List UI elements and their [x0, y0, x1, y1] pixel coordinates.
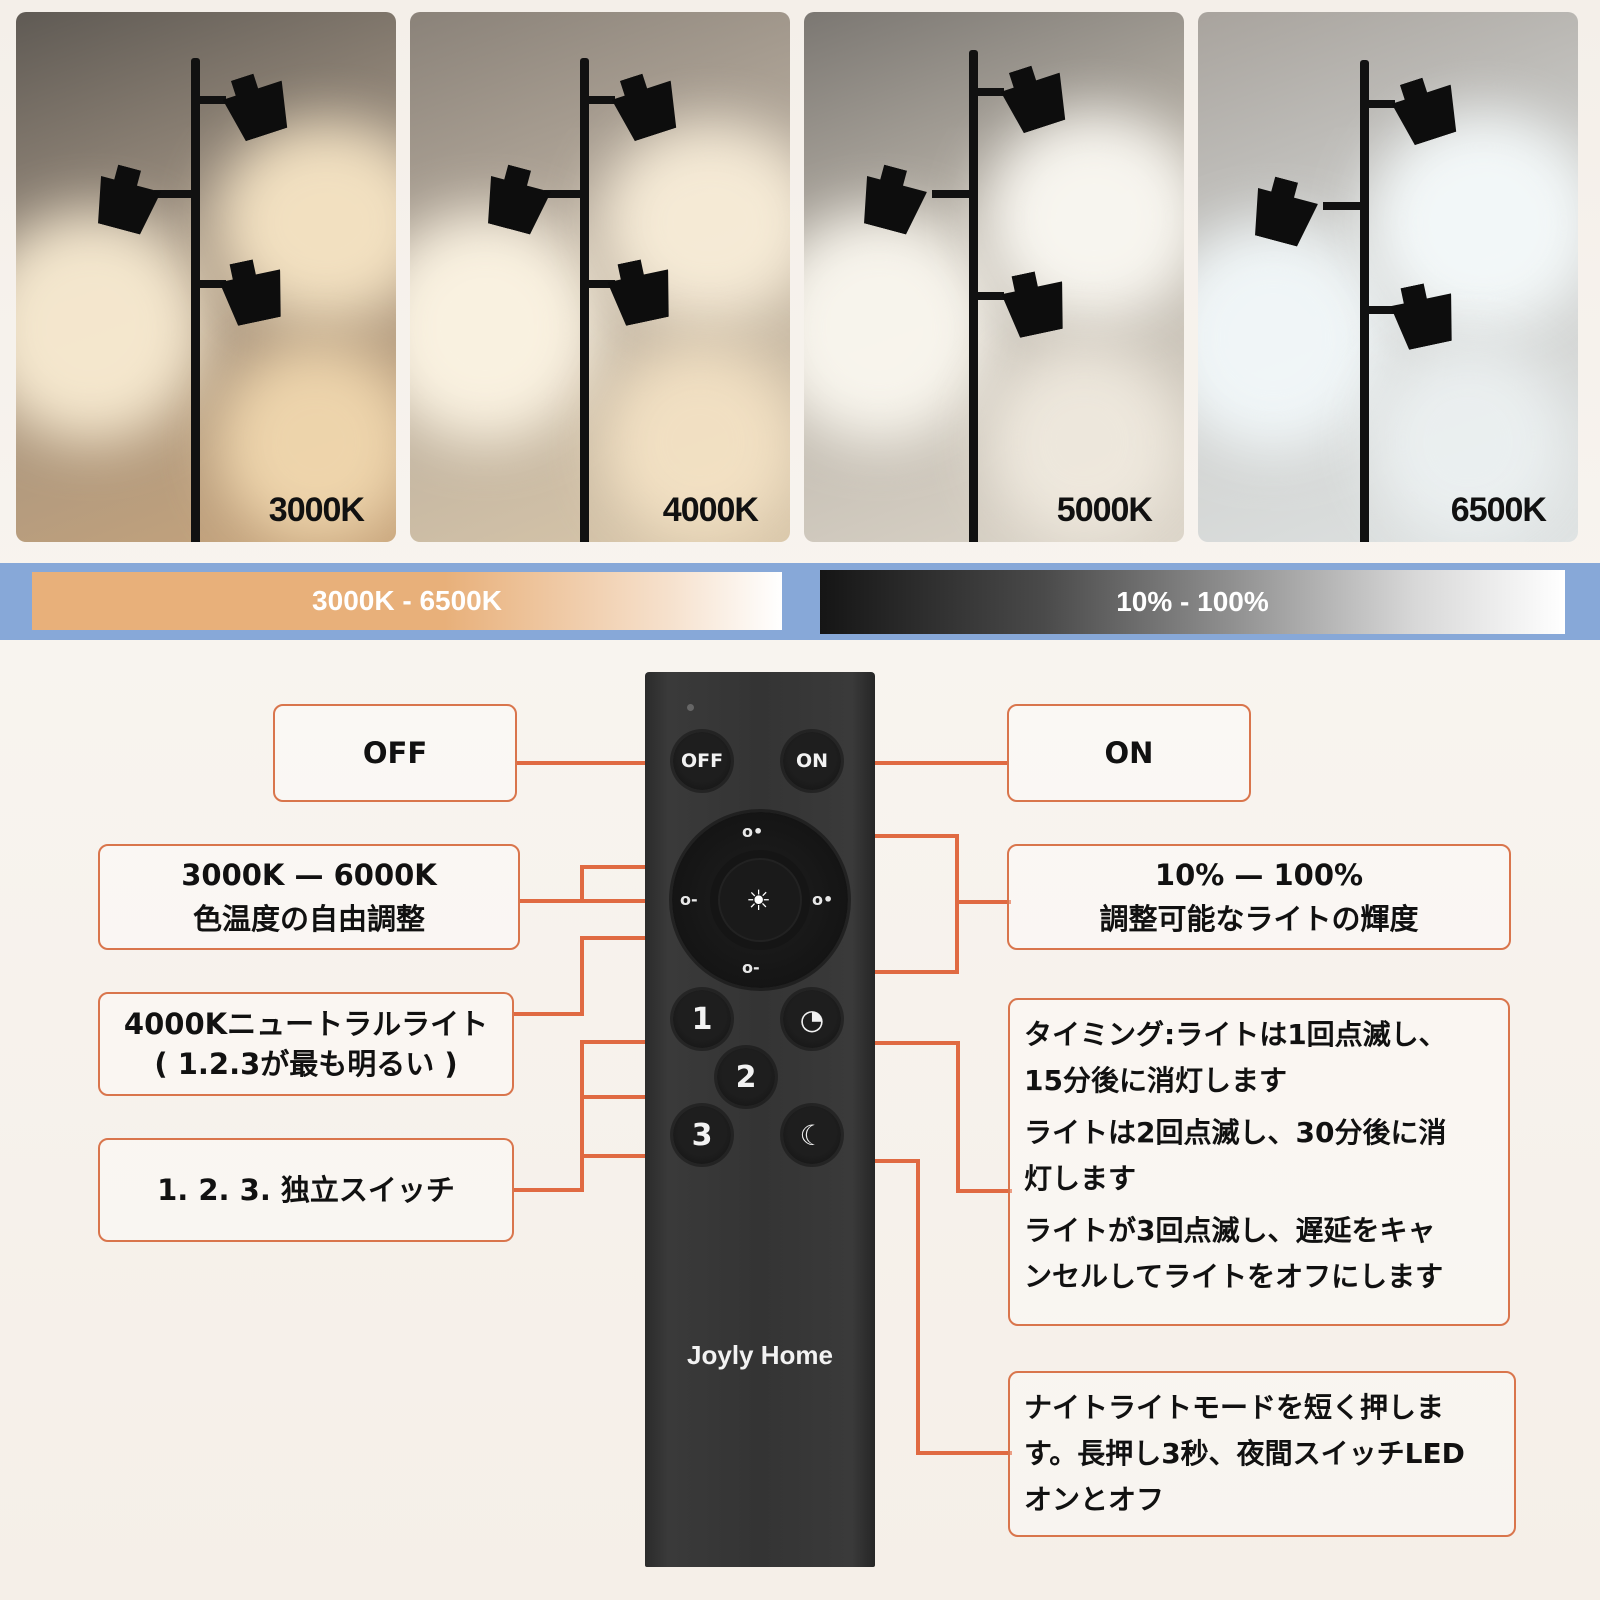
callout-on: ON: [1007, 704, 1251, 802]
panel-6500k: 6500K: [1198, 12, 1578, 542]
control-dial: o• o- o- o• ☀: [672, 812, 848, 988]
color-range-label: 3000K - 6500K: [312, 585, 502, 616]
lamp-pole: [191, 58, 200, 542]
panel-5000k: 5000K: [804, 12, 1184, 542]
brightness-range-bar: 10% - 100%: [820, 570, 1565, 634]
panel-label: 6500K: [1450, 491, 1547, 529]
panel-label: 3000K: [268, 491, 365, 529]
off-button[interactable]: OFF: [673, 732, 731, 790]
brand-label: Joyly Home: [687, 1340, 833, 1370]
night-light-button[interactable]: ☾: [783, 1106, 841, 1164]
timer-icon: ◔: [799, 1002, 825, 1036]
panel-3000k: 3000K: [16, 12, 396, 542]
brightness-down-button[interactable]: o-: [742, 958, 760, 977]
switch-2-button[interactable]: 2: [717, 1048, 775, 1106]
callout-night-light: ナイトライトモードを短く押しま す。長押し3秒、夜間スイッチLED オンとオフ: [1008, 1371, 1516, 1537]
panel-label: 4000K: [662, 491, 759, 529]
brightness-range-label: 10% - 100%: [1116, 586, 1269, 617]
remote-control: OFF ON o• o- o- o• ☀ 1 ◔ 2 3 ☾ Joyly Hom…: [645, 672, 875, 1567]
brightness-up-button[interactable]: o•: [742, 822, 764, 841]
lamp-pole: [580, 58, 589, 542]
callout-neutral-light: 4000Kニュートラルライト ( 1.2.3が最も明るい ): [98, 992, 514, 1096]
switch-1-button[interactable]: 1: [673, 990, 731, 1048]
lamp-pole: [969, 50, 978, 542]
panel-4000k: 4000K: [410, 12, 790, 542]
lamp-pole: [1360, 60, 1369, 542]
color-temperature-range-bar: 3000K - 6500K: [32, 572, 782, 630]
callout-color-temperature: 3000K — 6000K 色温度の自由調整: [98, 844, 520, 950]
callout-off: OFF: [273, 704, 517, 802]
panel-label: 5000K: [1056, 491, 1153, 529]
on-button[interactable]: ON: [783, 732, 841, 790]
moon-icon: ☾: [799, 1118, 825, 1152]
callout-timer: タイミング:ライトは1回点滅し、 15分後に消灯します ライトは2回点滅し、30…: [1008, 998, 1510, 1326]
neutral-light-button[interactable]: ☀: [746, 884, 772, 917]
timer-button[interactable]: ◔: [783, 990, 841, 1048]
callout-independent-switch: 1. 2. 3. 独立スイッチ: [98, 1138, 514, 1242]
callout-brightness: 10% — 100% 調整可能なライトの輝度: [1007, 844, 1511, 950]
warmer-button[interactable]: o-: [680, 890, 698, 909]
cooler-button[interactable]: o•: [812, 890, 834, 909]
indicator-led: [687, 704, 694, 711]
switch-3-button[interactable]: 3: [673, 1106, 731, 1164]
